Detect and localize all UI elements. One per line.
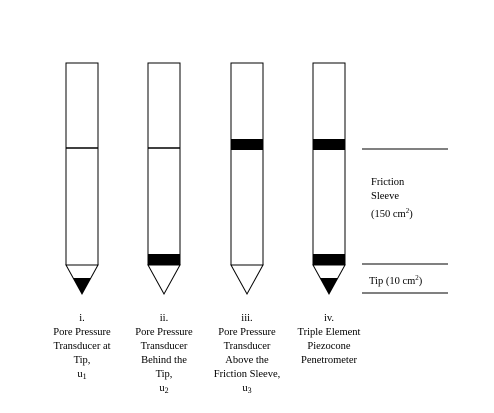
- caption-symbol: u1: [77, 369, 87, 381]
- caption-symbol: u2: [159, 383, 169, 395]
- caption-probe-i: i. Pore Pressure Transducer at Tip, u1: [37, 312, 127, 384]
- probe-i: [65, 62, 99, 296]
- caption-symbol: u3: [242, 383, 252, 395]
- friction-sleeve-label: Friction Sleeve (150 cm2): [371, 176, 413, 222]
- probe-iii-tip-cone: [230, 264, 264, 296]
- friction-sleeve-area: (150 cm2): [371, 207, 413, 220]
- probe-iii-sleeve-filter: [231, 139, 263, 150]
- probe-iv-rod: [312, 62, 346, 266]
- caption-probe-iv: iv. Triple Element Piezocone Penetromete…: [284, 312, 374, 368]
- caption-probe-ii: ii. Pore Pressure Transducer Behind the …: [119, 312, 209, 398]
- friction-sleeve-line2: Sleeve: [371, 191, 399, 202]
- probe-iv-sleeve-filter: [313, 139, 345, 150]
- probe-ii-tip-cone: [147, 264, 181, 296]
- caption-numeral: iii.: [241, 313, 253, 324]
- probe-iii: [230, 62, 264, 296]
- probe-iii-rod: [230, 62, 264, 266]
- friction-sleeve-line1: Friction: [371, 177, 405, 188]
- caption-numeral: iv.: [323, 313, 335, 324]
- probe-iv: [312, 62, 346, 296]
- caption-numeral: ii.: [159, 313, 169, 324]
- probe-ii-shoulder-filter: [148, 254, 180, 265]
- caption-numeral: i.: [79, 313, 85, 324]
- probe-iv-tip-filter: [320, 278, 338, 294]
- tip-label: Tip (10 cm2): [369, 274, 423, 287]
- probe-i-rod: [65, 62, 99, 266]
- probe-i-tip-filter: [73, 278, 91, 294]
- caption-probe-iii: iii. Pore Pressure Transducer Above the …: [202, 312, 292, 398]
- probe-ii: [147, 62, 181, 296]
- probe-iv-shoulder-filter: [313, 254, 345, 265]
- probe-ii-rod: [147, 62, 181, 266]
